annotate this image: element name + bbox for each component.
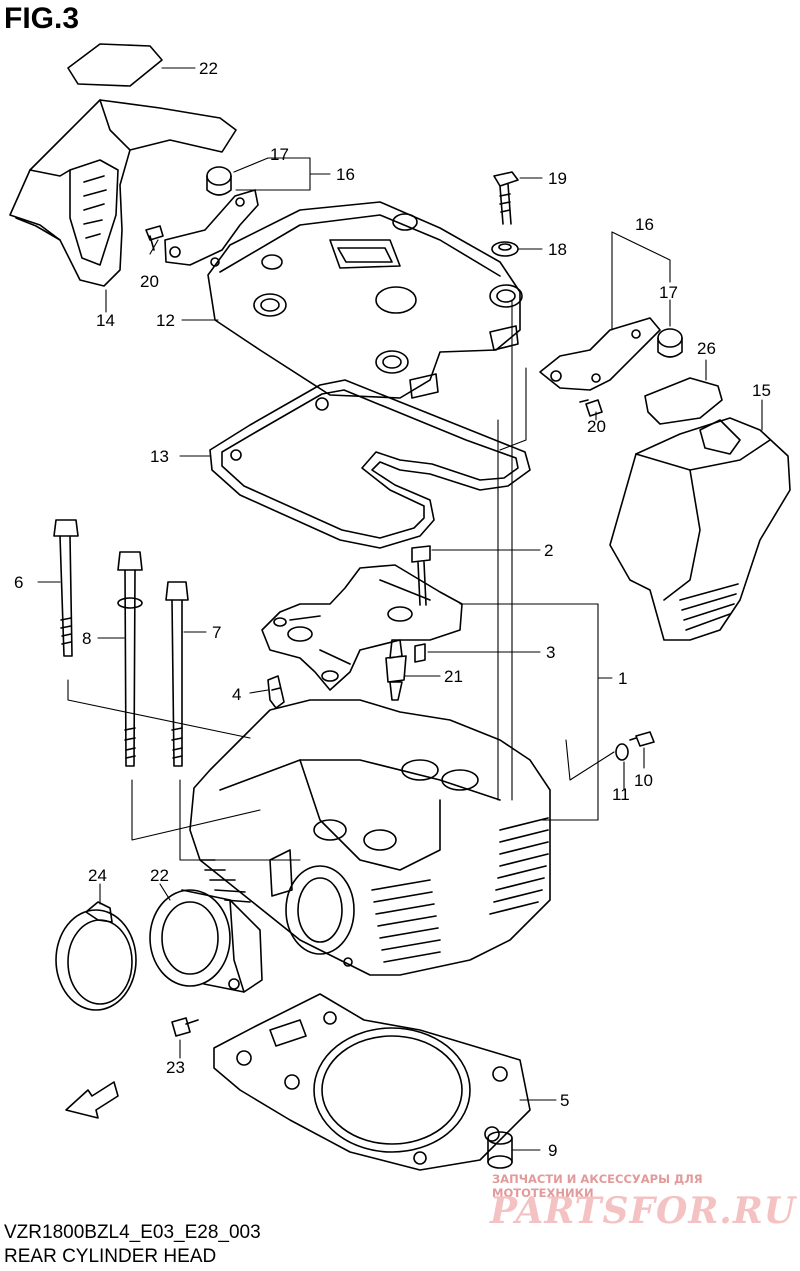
part-16-bracket-right xyxy=(539,317,661,391)
part-16-bracket-left xyxy=(164,189,259,266)
callout-labels: 22 14 17 16 20 19 18 12 13 16 17 26 15 2… xyxy=(14,59,771,1160)
model-code: VZR1800BZL4_E03_E28_003 xyxy=(4,1222,261,1243)
callout-22: 22 xyxy=(150,866,169,885)
callout-17-right: 17 xyxy=(659,283,678,302)
callout-15: 15 xyxy=(752,381,771,400)
callout-16-left: 16 xyxy=(336,165,355,184)
callout-6: 6 xyxy=(14,573,23,592)
callout-13: 13 xyxy=(150,447,169,466)
callout-20-right: 20 xyxy=(587,417,606,436)
fwd-arrow-icon xyxy=(65,1081,119,1119)
part-6-bolt xyxy=(53,519,79,657)
part-17-grommet-left xyxy=(206,166,232,186)
callout-21: 21 xyxy=(444,667,463,686)
callout-11: 11 xyxy=(612,785,630,804)
part-8-bolt xyxy=(117,551,143,767)
figure-title: FIG.3 xyxy=(4,2,80,35)
callout-19: 19 xyxy=(548,169,567,188)
part-2-bolt xyxy=(411,545,431,606)
callout-10: 10 xyxy=(634,771,653,790)
callout-23: 23 xyxy=(166,1058,185,1077)
part-17-grommet-right xyxy=(657,328,683,348)
callout-7: 7 xyxy=(212,623,221,642)
callout-12: 12 xyxy=(156,311,175,330)
callout-14: 14 xyxy=(96,311,115,330)
callout-16-right: 16 xyxy=(635,215,654,234)
cylinder-head xyxy=(189,699,551,976)
part-13-gasket xyxy=(209,379,531,549)
callout-17-left: 17 xyxy=(270,145,289,164)
callout-4: 4 xyxy=(232,685,241,704)
part-24-clamp xyxy=(55,901,137,1011)
part-7-bolt xyxy=(165,581,189,767)
part-10-bolt xyxy=(629,731,655,747)
figure-caption: REAR CYLINDER HEAD xyxy=(4,1246,217,1267)
callout-26: 26 xyxy=(697,339,716,358)
part-19-bolt xyxy=(493,171,519,225)
callout-25: 22 xyxy=(199,59,218,78)
part-3-dowel xyxy=(414,643,426,663)
part-14-side-cover xyxy=(9,99,237,287)
part-9-dowel xyxy=(487,1131,513,1169)
part-15-side-cover xyxy=(609,417,791,641)
part-25-gasket xyxy=(67,43,163,87)
part-22-intake-pipe xyxy=(149,889,263,993)
part-23-screw xyxy=(171,1017,199,1037)
part-2-cam-holder xyxy=(261,564,463,691)
callout-3: 3 xyxy=(546,643,555,662)
callout-20-left: 20 xyxy=(140,272,159,291)
part-20-bolt-right xyxy=(579,399,603,417)
part-21-spark-plug xyxy=(385,639,407,701)
callout-18: 18 xyxy=(548,240,567,259)
callout-5: 5 xyxy=(560,1091,569,1110)
part-26-gasket xyxy=(644,377,723,425)
callout-1: 1 xyxy=(618,669,627,688)
part-11-washer xyxy=(615,743,629,761)
part-12-head-cover xyxy=(207,201,523,399)
callout-9: 9 xyxy=(548,1141,557,1160)
callout-8: 8 xyxy=(82,629,91,648)
part-4-oil-jet xyxy=(267,675,285,709)
watermark-tagline: ЗАПЧАСТИ И АКСЕССУАРЫ ДЛЯ МОТОТЕХНИКИ xyxy=(492,1172,703,1200)
part-5-head-gasket xyxy=(213,993,531,1171)
callout-24: 24 xyxy=(88,866,107,885)
callout-2: 2 xyxy=(544,541,553,560)
watermark-logo: PARTSFOR.RU xyxy=(490,1190,797,1232)
